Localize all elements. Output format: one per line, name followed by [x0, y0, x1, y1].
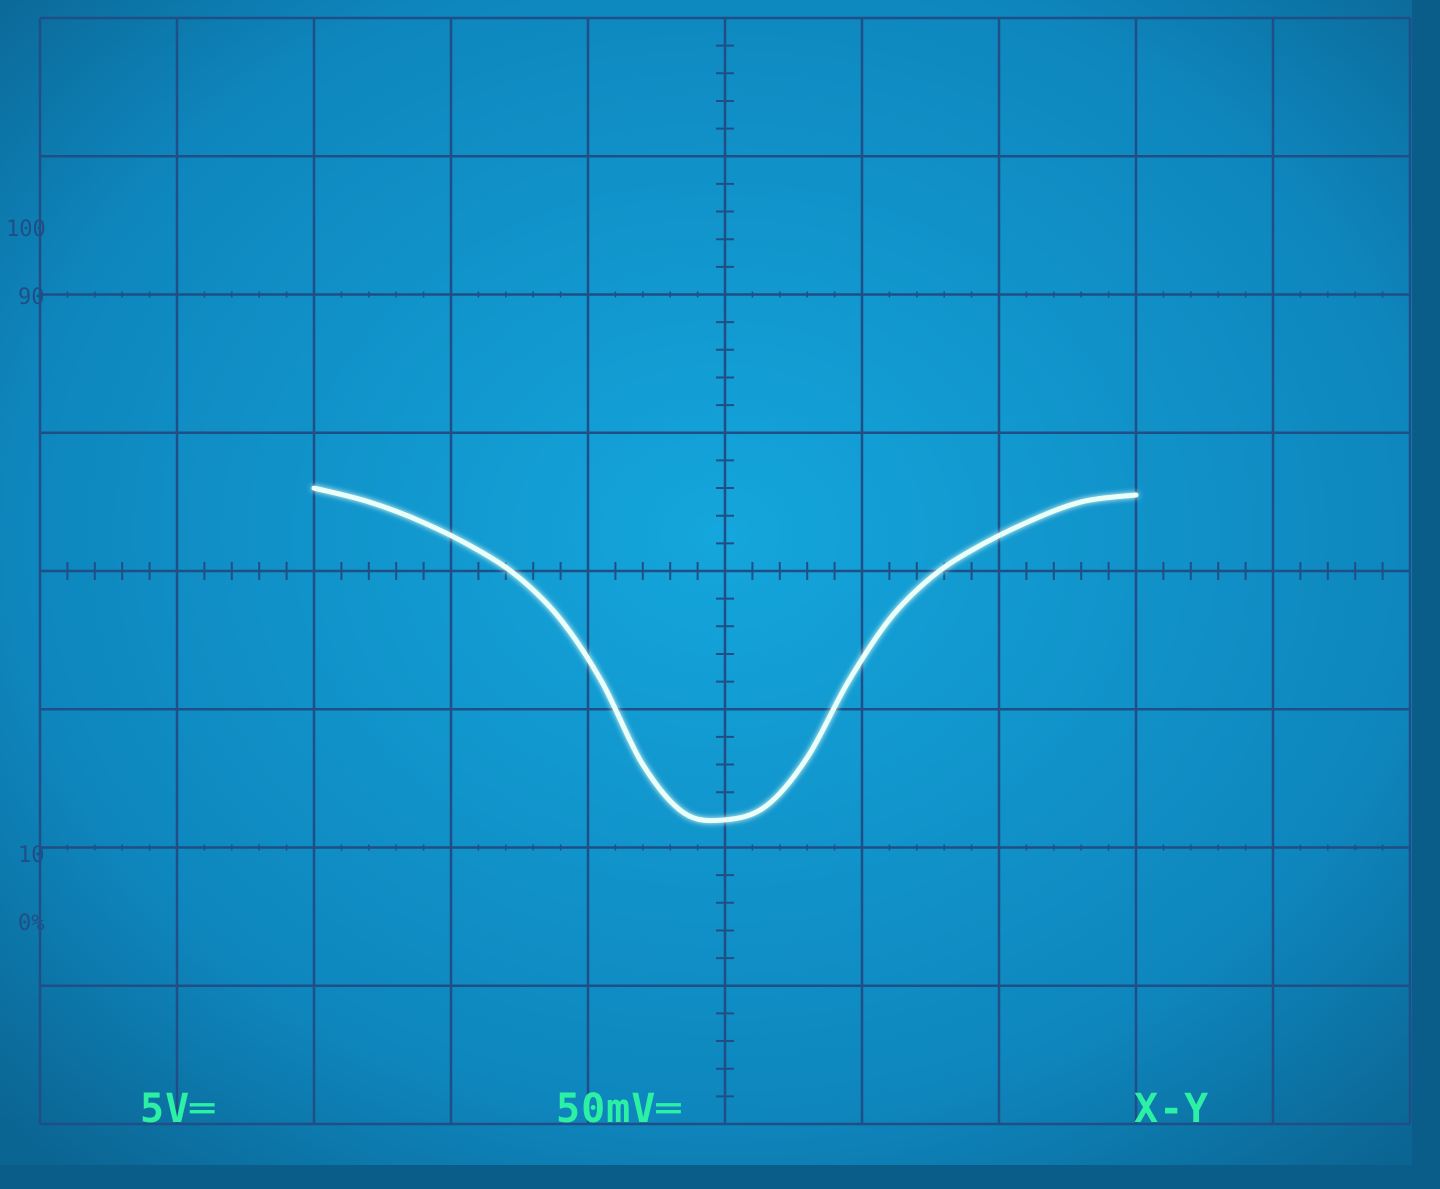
label-10: 10 [18, 843, 45, 868]
mode-readout: X-Y [1134, 1086, 1209, 1132]
label-0-percent: 0% [18, 911, 45, 936]
graticule-grid [38, 16, 1412, 1126]
label-100: 100 [6, 217, 46, 242]
crt-bezel-bottom [0, 1165, 1440, 1189]
xy-trace [311, 485, 1139, 824]
ch1-scale-readout: 5V═ [140, 1086, 215, 1132]
crt-bezel-right [1412, 0, 1440, 1189]
label-90: 90 [18, 285, 45, 310]
ch2-scale-readout: 50mV═ [556, 1086, 681, 1132]
